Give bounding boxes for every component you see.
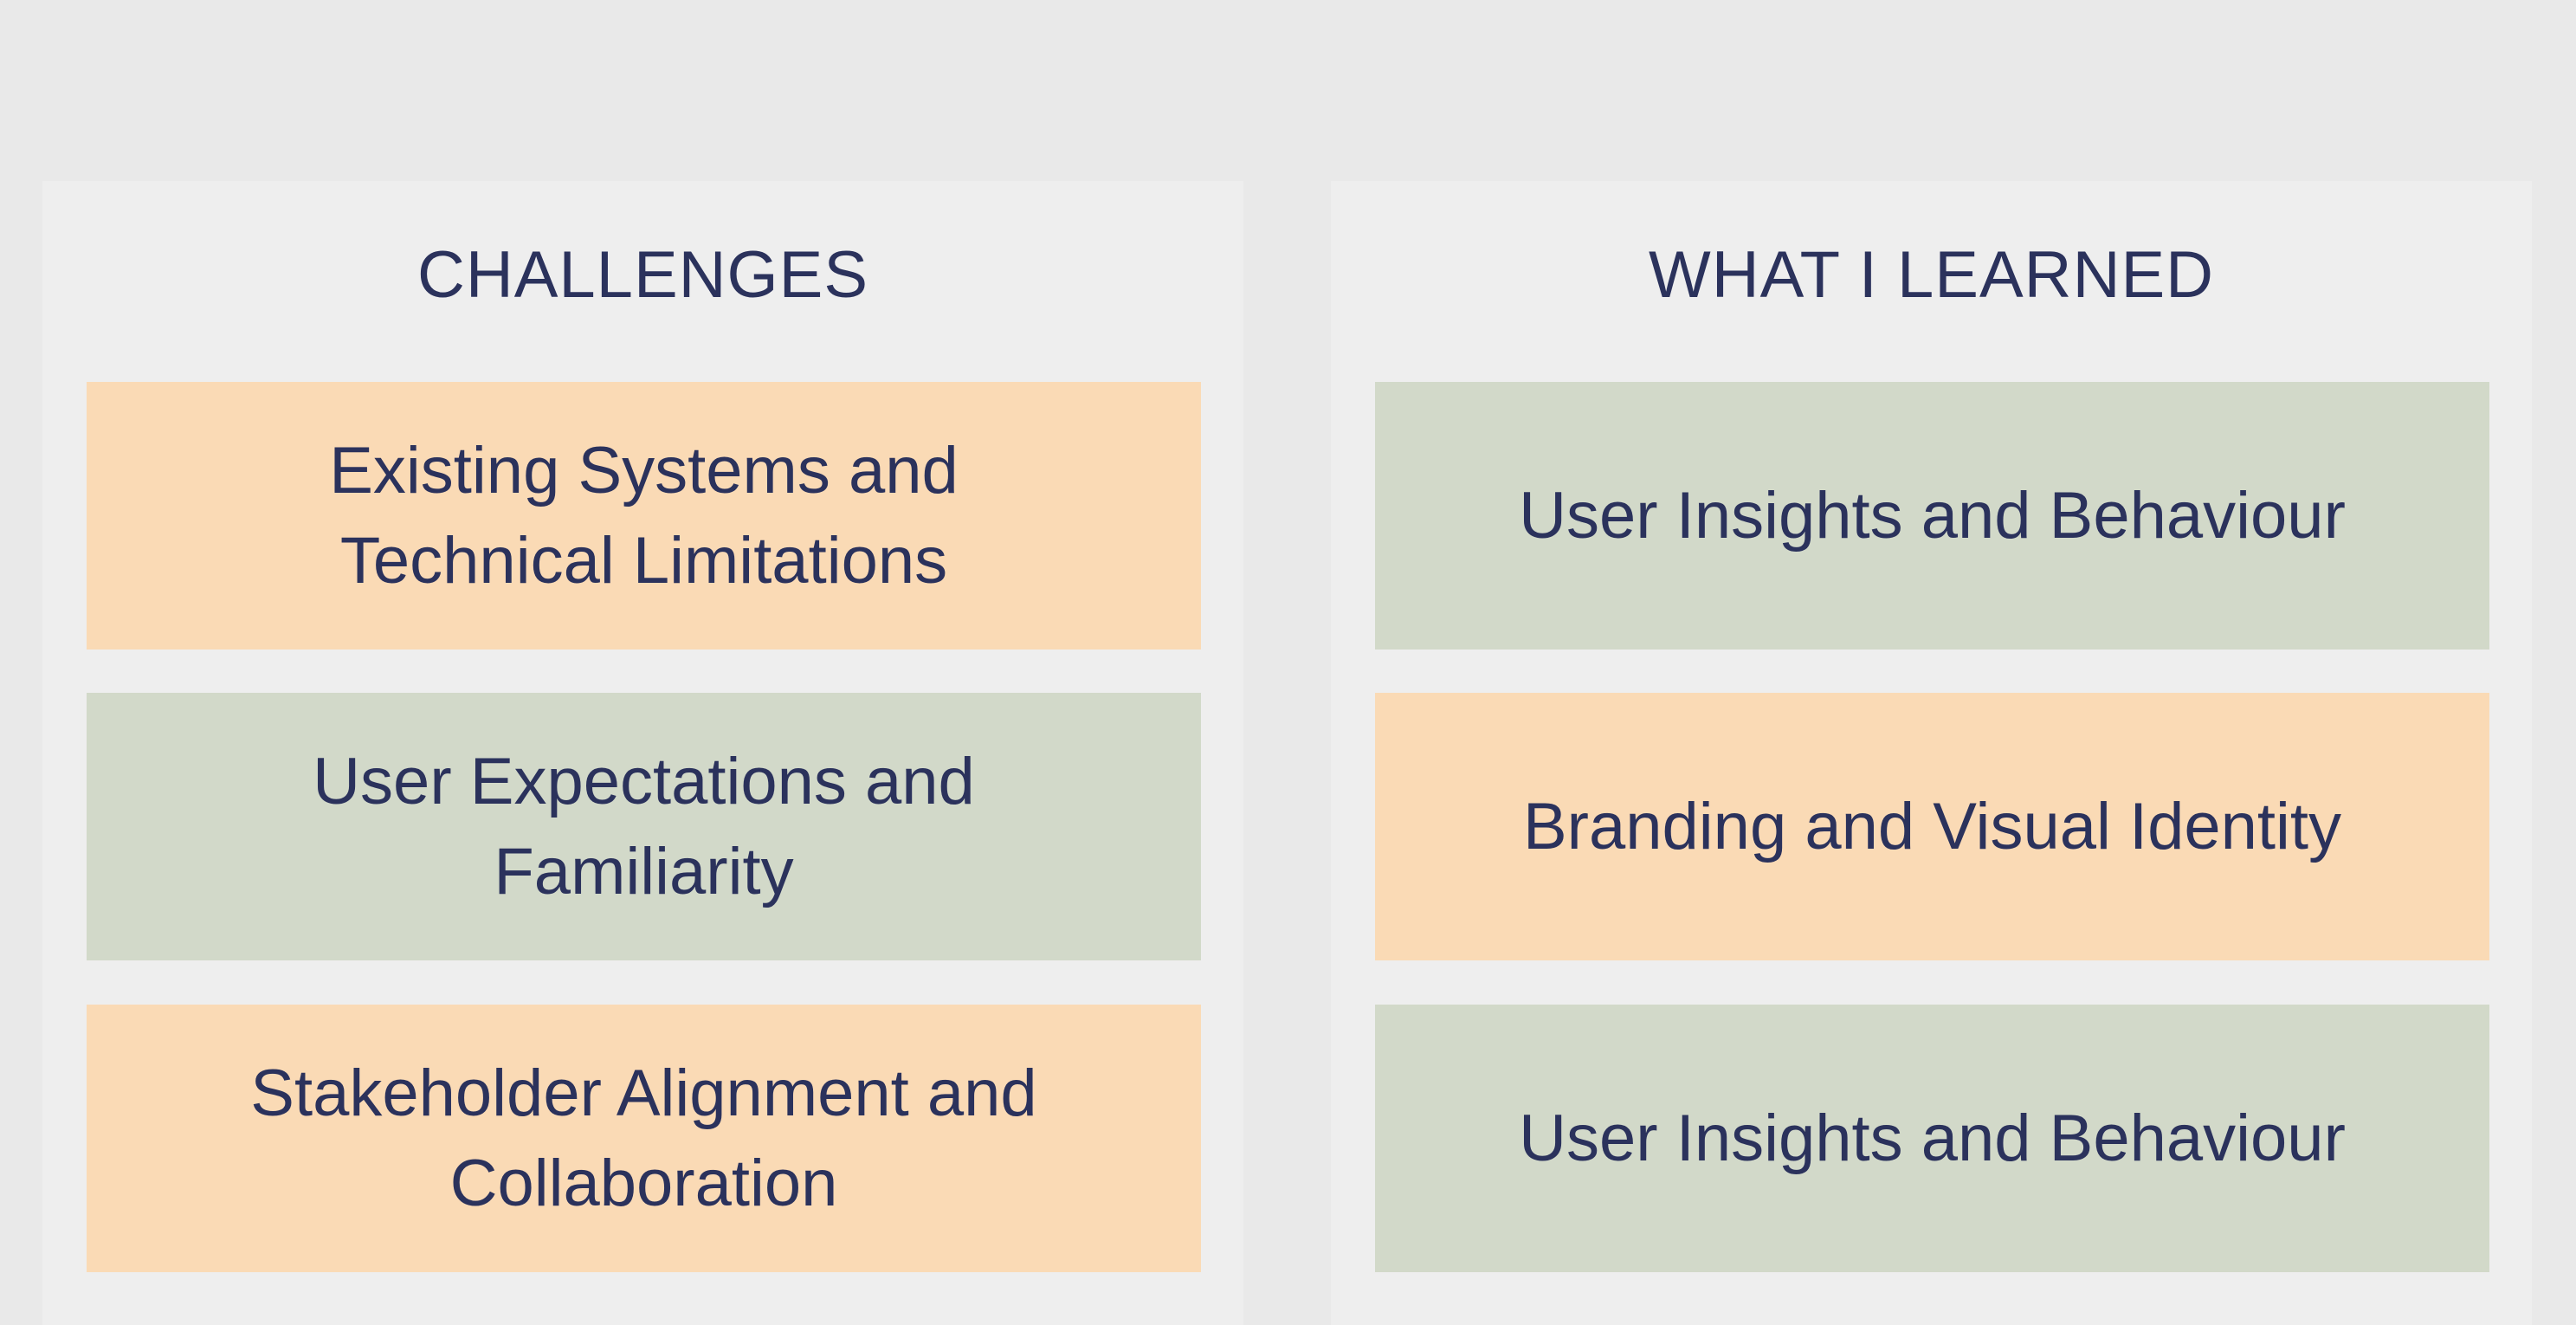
learned-card: Branding and Visual Identity	[1375, 693, 2489, 960]
learned-title: WHAT I LEARNED	[1648, 237, 2215, 312]
challenges-panel: CHALLENGES Existing Systems and Technica…	[42, 181, 1243, 1325]
challenge-card: Stakeholder Alignment and Collaboration	[87, 1005, 1201, 1272]
challenges-title: CHALLENGES	[416, 237, 869, 312]
learned-card: User Insights and Behaviour	[1375, 1005, 2489, 1272]
challenge-card: Existing Systems and Technical Limitatio…	[87, 382, 1201, 650]
challenge-card-label: User Expectations and Familiarity	[313, 744, 975, 908]
learned-card-label: User Insights and Behaviour	[1519, 1101, 2346, 1175]
learned-card-label: Branding and Visual Identity	[1522, 789, 2342, 863]
challenge-card: User Expectations and Familiarity	[87, 693, 1201, 960]
learned-card: User Insights and Behaviour	[1375, 382, 2489, 650]
learned-panel: WHAT I LEARNED User Insights and Behavio…	[1331, 181, 2532, 1325]
challenge-card-label: Existing Systems and Technical Limitatio…	[329, 433, 959, 598]
learned-card-label: User Insights and Behaviour	[1519, 478, 2346, 553]
challenge-card-label: Stakeholder Alignment and Collaboration	[250, 1056, 1037, 1220]
